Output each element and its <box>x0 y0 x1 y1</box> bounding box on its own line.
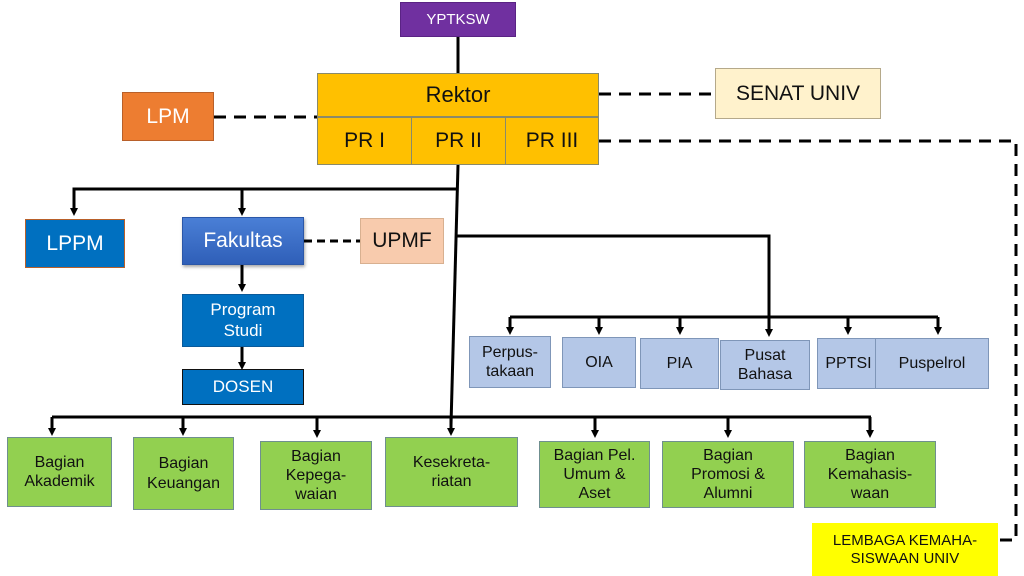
lpm-box: LPM <box>122 92 214 141</box>
bureau-kemahasiswaan: Bagian Kemahasis- waan <box>804 441 936 508</box>
rektor-group: Rektor PR I PR II PR III <box>317 73 599 165</box>
dosen-box: DOSEN <box>182 369 304 405</box>
bureau-kepegawaian: Bagian Kepega- waian <box>260 441 372 510</box>
upmf-box: UPMF <box>360 218 444 264</box>
fakultas-box: Fakultas <box>182 217 304 265</box>
bureau-pel-umum-aset: Bagian Pel. Umum & Aset <box>539 441 650 508</box>
unit-puspelrol: Puspelrol <box>875 338 989 389</box>
unit-oia: OIA <box>562 337 636 388</box>
bureau-kesekretariatan: Kesekreta- riatan <box>385 437 518 507</box>
bureau-akademik: Bagian Akademik <box>7 437 112 507</box>
connector-left-branch <box>72 187 457 212</box>
connector-units-branch <box>455 234 771 317</box>
bureau-keuangan: Bagian Keuangan <box>133 437 234 510</box>
unit-pptsi: PPTSI <box>817 338 880 389</box>
unit-pia: PIA <box>640 338 719 389</box>
pr3-box: PR III <box>505 117 599 165</box>
senat-univ-box: SENAT UNIV <box>715 68 881 119</box>
unit-pusat-bahasa: Pusat Bahasa <box>720 340 810 390</box>
program-studi-box: Program Studi <box>182 294 304 347</box>
connector-main-trunk <box>449 164 460 426</box>
bureau-promosi-alumni: Bagian Promosi & Alumni <box>662 441 794 508</box>
yptksw-box: YPTKSW <box>400 2 516 37</box>
pr1-box: PR I <box>317 117 412 165</box>
lembaga-kemahasiswaan-box: LEMBAGA KEMAHA- SISWAAN UNIV <box>812 523 998 576</box>
rektor-box: Rektor <box>317 73 599 117</box>
lppm-box: LPPM <box>25 219 125 268</box>
pr2-box: PR II <box>411 117 506 165</box>
unit-perpustakaan: Perpus- takaan <box>469 336 551 388</box>
